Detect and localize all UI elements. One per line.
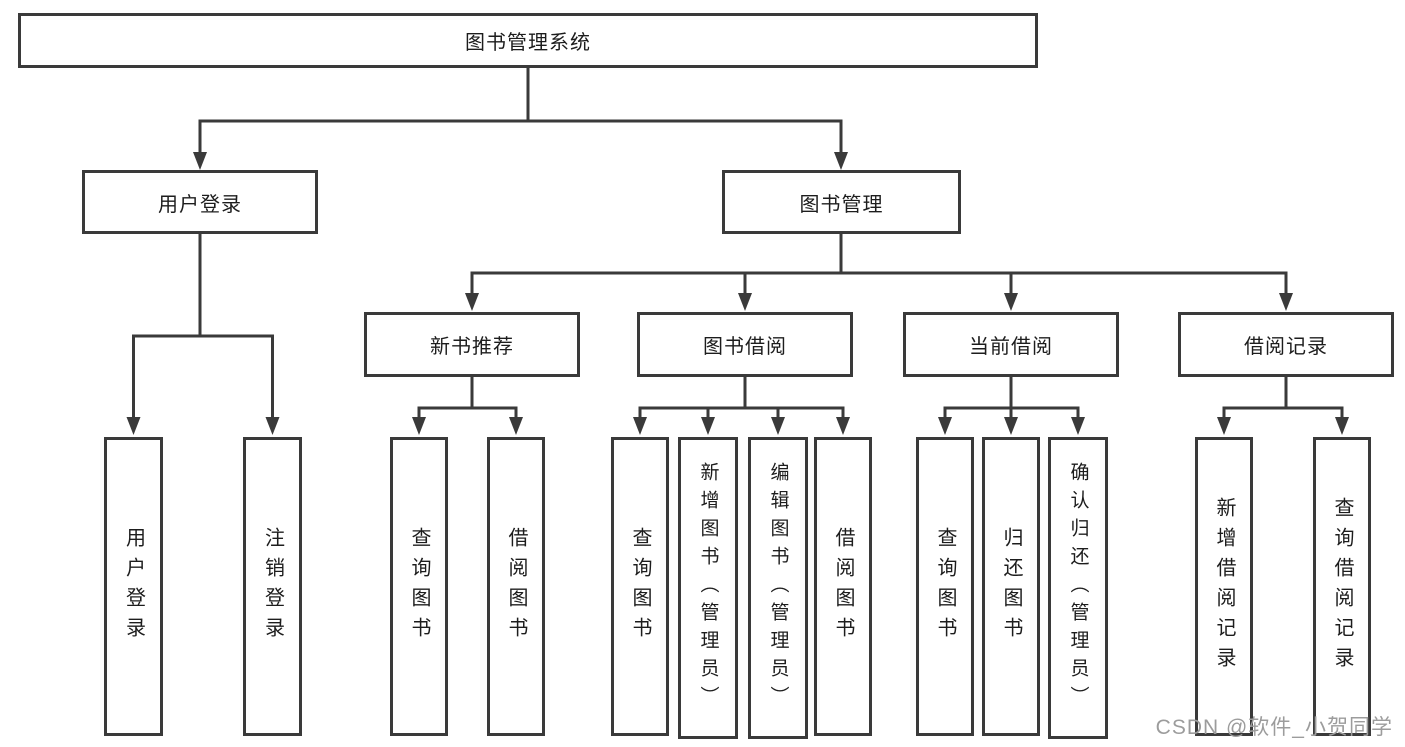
leaf-logout-label: 注销登录	[261, 526, 284, 647]
leaf-return-books-label: 归还图书	[1000, 526, 1022, 647]
node-user-login: 用户登录	[82, 170, 318, 234]
leaf-return-books: 归还图书	[982, 437, 1040, 736]
leaf-current-query-books-label: 查询图书	[934, 526, 956, 647]
node-root-system: 图书管理系统	[18, 13, 1038, 68]
leaf-edit-books-admin-label: 编辑图书（管理员）	[767, 462, 789, 714]
leaf-edit-books-admin: 编辑图书（管理员）	[748, 437, 808, 739]
leaf-recommend-borrow-books: 借阅图书	[487, 437, 545, 736]
node-borrow-records: 借阅记录	[1178, 312, 1394, 377]
leaf-user-login: 用户登录	[104, 437, 163, 736]
arrowheads	[126, 152, 1349, 435]
leaf-borrow-books: 借阅图书	[814, 437, 872, 736]
leaf-borrow-query-books-label: 查询图书	[629, 526, 651, 647]
csdn-watermark: CSDN @软件_小贺同学	[1155, 716, 1393, 739]
leaf-query-borrow-record: 查询借阅记录	[1313, 437, 1371, 736]
leaf-add-borrow-record-label: 新增借阅记录	[1213, 496, 1235, 677]
leaf-borrow-query-books: 查询图书	[611, 437, 669, 736]
leaf-current-query-books: 查询图书	[916, 437, 974, 736]
leaf-logout: 注销登录	[243, 437, 302, 736]
leaf-add-books-admin: 新增图书（管理员）	[678, 437, 738, 739]
leaf-recommend-borrow-books-label: 借阅图书	[505, 526, 527, 647]
connector-paths	[132, 68, 1344, 417]
leaf-confirm-return-admin-label: 确认归还（管理员）	[1067, 462, 1089, 714]
leaf-recommend-query-books-label: 查询图书	[408, 526, 430, 647]
node-book-borrow: 图书借阅	[637, 312, 853, 377]
node-book-management: 图书管理	[722, 170, 961, 234]
node-current-borrow: 当前借阅	[903, 312, 1119, 377]
leaf-recommend-query-books: 查询图书	[390, 437, 448, 736]
leaf-borrow-books-label: 借阅图书	[832, 526, 854, 647]
leaf-user-login-label: 用户登录	[122, 526, 145, 647]
leaf-query-borrow-record-label: 查询借阅记录	[1331, 496, 1353, 677]
node-new-book-recommend: 新书推荐	[364, 312, 580, 377]
leaf-add-borrow-record: 新增借阅记录	[1195, 437, 1253, 736]
leaf-confirm-return-admin: 确认归还（管理员）	[1048, 437, 1108, 739]
leaf-add-books-admin-label: 新增图书（管理员）	[697, 462, 719, 714]
